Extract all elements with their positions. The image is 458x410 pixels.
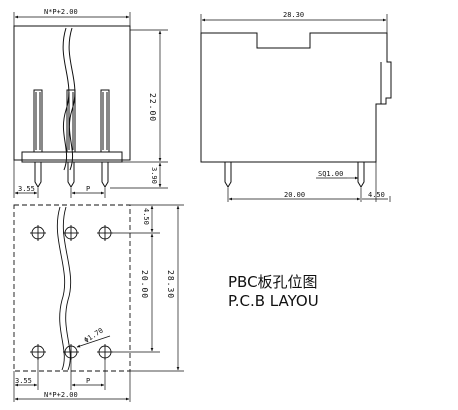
dim-pcb-450-label: 4.50 (142, 208, 150, 225)
dim-pcb-355-label: 3.55 (15, 377, 32, 385)
front-pin-1 (33, 89, 43, 188)
dim-pcb-2830-label: 28.30 (166, 270, 175, 299)
front-view (13, 25, 131, 188)
pcb-holes-top (30, 225, 113, 241)
pcb-layout (13, 204, 131, 372)
front-pin-3 (100, 89, 110, 188)
dim-base-390-label: 3.90 (150, 167, 158, 184)
dim-hole-label: Φ1.70 (83, 326, 105, 344)
title-english: P.C.B LAYOU (228, 292, 319, 310)
dim-side (200, 14, 391, 202)
front-break-line-2 (68, 27, 76, 171)
dim-pitch-label: P (86, 185, 90, 193)
dim-pcb-pitch-label: P (86, 377, 90, 385)
dim-bottom-width-label: N*P+2.00 (44, 391, 78, 399)
dim-height-22 (110, 29, 168, 189)
side-view (200, 32, 392, 188)
dim-pcb-2000-label: 20.00 (140, 270, 149, 299)
dim-side-width-label: 28.30 (283, 11, 304, 19)
dim-side-450-label: 4.50 (368, 191, 385, 199)
dim-side-20-label: 20.00 (284, 191, 305, 199)
dim-left-355-label: 3.55 (18, 185, 35, 193)
pcb-holes-bottom (30, 344, 113, 360)
dim-height-22-label: 22.00 (148, 93, 157, 122)
front-break-line-1 (62, 27, 70, 171)
dim-sq-label: SQ1.00 (318, 170, 343, 178)
front-pin-2 (66, 89, 76, 188)
front-housing (13, 25, 131, 161)
pcb-break-line-1 (56, 206, 66, 371)
dim-pcb (13, 204, 184, 402)
side-pin-right (357, 162, 365, 188)
title-chinese: PBC板孔位图 (228, 273, 318, 291)
side-pin-left (224, 162, 232, 188)
dim-bottom-front (13, 160, 106, 198)
pcb-outline (13, 204, 131, 372)
side-housing (200, 32, 392, 163)
dim-top-width-label: N*P+2.00 (44, 8, 78, 16)
dim-top-width (13, 12, 131, 26)
